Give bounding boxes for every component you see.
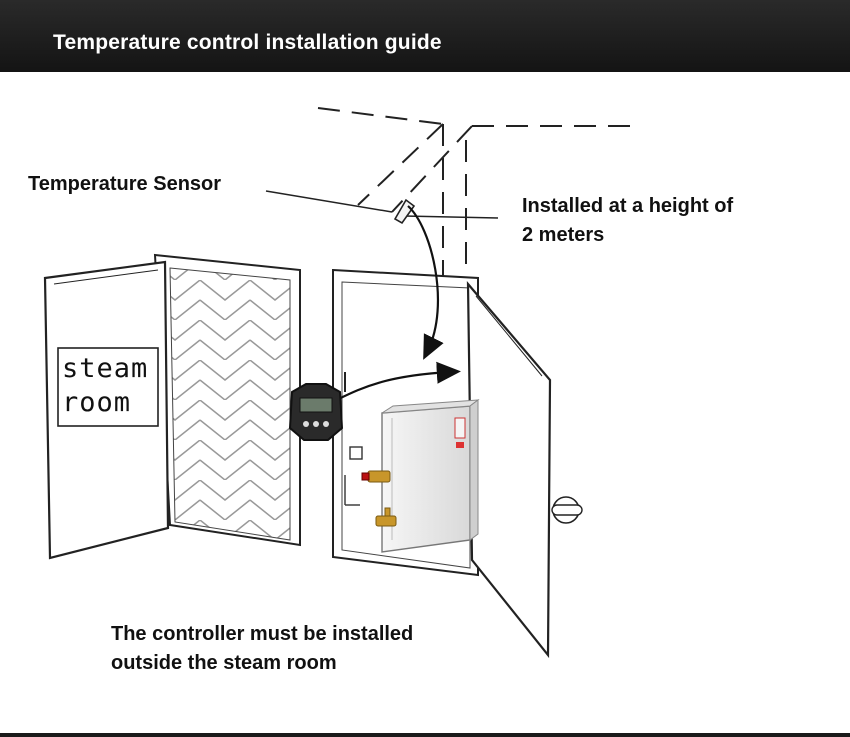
left-door — [43, 260, 170, 560]
installation-height-label: Installed at a height of 2 meters — [522, 192, 733, 250]
footer-divider — [0, 733, 850, 737]
left-door-frame — [153, 253, 301, 547]
header-bar: Temperature control installation guide — [0, 0, 850, 72]
wall-fittings — [344, 446, 363, 506]
sign-line-room: room — [62, 387, 132, 418]
temperature-sensor-icon — [393, 198, 416, 225]
controller-panel-icon — [288, 372, 346, 441]
steam-generator-icon — [381, 399, 480, 553]
height-label-line1: Installed at a height of — [522, 195, 734, 217]
ceiling-guides — [317, 107, 640, 280]
controller-note-line1: The controller must be installed — [111, 623, 414, 645]
door-handle-icon — [551, 496, 583, 524]
controller-note-line2: outside the steam room — [111, 652, 337, 674]
steam-room-sign — [57, 347, 159, 427]
page-title: Temperature control installation guide — [53, 31, 442, 54]
brass-valve-icon — [361, 470, 397, 527]
height-label-line2: 2 meters — [522, 224, 605, 246]
sign-line-steam: steam — [62, 353, 149, 384]
sensor-leader-line — [265, 190, 499, 219]
temperature-sensor-label: Temperature Sensor — [28, 173, 222, 195]
steam-room-sign-text: steam room — [62, 352, 148, 420]
right-door — [466, 280, 583, 659]
controller-note: The controller must be installed outside… — [111, 620, 413, 678]
